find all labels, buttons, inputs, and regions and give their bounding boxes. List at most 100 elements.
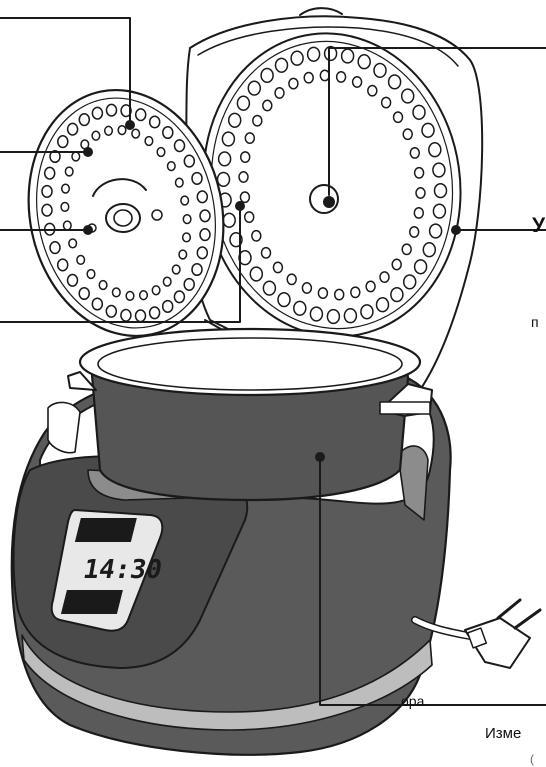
vent-hole	[433, 204, 445, 218]
vent-hole	[423, 243, 435, 257]
vent-hole	[304, 73, 313, 83]
vent-hole	[163, 277, 171, 286]
vent-hole	[87, 270, 95, 279]
vent-hole	[42, 204, 52, 216]
vent-hole	[145, 137, 153, 146]
caption-bottom-small: (	[530, 752, 534, 766]
vent-hole	[415, 168, 424, 178]
vent-hole	[150, 116, 160, 128]
vent-hole	[181, 196, 189, 205]
vent-hole	[136, 109, 146, 121]
vent-hole	[276, 58, 288, 72]
vent-hole	[391, 288, 403, 302]
vent-hole	[126, 292, 134, 301]
vent-hole	[294, 301, 306, 315]
vent-hole	[113, 288, 121, 297]
vent-hole	[337, 72, 346, 82]
vent-hole	[374, 64, 386, 78]
vent-hole	[42, 186, 52, 198]
vent-hole	[105, 126, 113, 135]
vent-hole	[106, 306, 116, 318]
vent-hole	[435, 184, 447, 198]
vent-hole	[184, 279, 194, 291]
vent-hole	[389, 75, 401, 89]
vent-hole	[382, 97, 391, 107]
vent-hole	[192, 173, 202, 185]
power-plug-icon	[465, 600, 540, 668]
vent-hole	[318, 288, 327, 298]
vent-hole	[261, 69, 273, 83]
vent-hole	[241, 152, 250, 162]
vent-hole	[79, 114, 89, 126]
vent-hole	[335, 289, 344, 299]
vent-hole	[157, 148, 165, 157]
vent-hole	[72, 152, 80, 161]
vent-hole	[366, 281, 375, 291]
vent-hole	[163, 301, 173, 313]
vent-hole	[377, 298, 389, 312]
vent-hole	[92, 298, 102, 310]
vent-hole	[218, 173, 230, 187]
vent-hole	[252, 231, 261, 241]
footnote-fragment: ора.	[401, 693, 428, 709]
vent-hole	[344, 309, 356, 323]
vent-hole	[222, 132, 234, 146]
vent-hole	[404, 275, 416, 289]
vent-hole	[237, 96, 249, 110]
vent-hole	[262, 248, 271, 258]
vent-hole	[65, 167, 73, 176]
vent-hole	[291, 51, 303, 65]
vent-hole	[68, 123, 78, 135]
vent-hole	[174, 291, 184, 303]
vent-hole	[320, 70, 329, 80]
vent-hole	[402, 89, 414, 103]
vent-hole	[351, 287, 360, 297]
vent-hole	[253, 116, 262, 126]
vent-hole	[416, 188, 425, 198]
vent-hole	[121, 310, 131, 322]
vent-hole	[69, 239, 77, 248]
callout-label-right-bold: У	[532, 214, 545, 238]
vent-hole	[429, 143, 441, 157]
vent-hole	[197, 191, 207, 203]
vent-hole	[92, 131, 100, 140]
vent-hole	[61, 203, 69, 212]
vent-hole	[219, 152, 231, 166]
vent-hole	[79, 288, 89, 300]
lcd-bottom-segments	[61, 590, 123, 614]
vent-hole	[263, 100, 272, 110]
vent-hole	[183, 215, 191, 224]
vent-hole	[197, 247, 207, 259]
vent-hole	[394, 112, 403, 122]
vent-hole	[229, 113, 241, 127]
vent-hole	[172, 265, 180, 274]
vent-hole	[414, 208, 423, 218]
vent-hole	[183, 233, 191, 242]
vent-hole	[248, 81, 260, 95]
vent-hole	[200, 229, 210, 241]
vent-hole	[150, 307, 160, 319]
vent-hole	[403, 129, 412, 139]
vent-hole	[64, 221, 72, 230]
vent-hole	[176, 178, 184, 187]
vent-hole	[200, 210, 210, 222]
vent-hole	[422, 123, 434, 137]
caption-bottom: Изме	[485, 725, 521, 742]
vent-hole	[184, 155, 194, 167]
vent-hole	[240, 192, 249, 202]
vent-hole	[342, 49, 354, 63]
vent-hole	[239, 172, 248, 182]
vent-hole	[140, 291, 148, 300]
vent-hole	[118, 126, 126, 135]
vent-hole	[152, 286, 160, 295]
vent-hole	[310, 307, 322, 321]
vent-hole	[62, 184, 70, 193]
vent-hole	[275, 88, 284, 98]
vent-hole	[92, 107, 102, 119]
vent-hole	[287, 274, 296, 284]
vent-hole	[107, 104, 117, 116]
lcd-time: 14:30	[81, 555, 164, 585]
vent-hole	[68, 275, 78, 287]
vent-hole	[45, 167, 55, 179]
